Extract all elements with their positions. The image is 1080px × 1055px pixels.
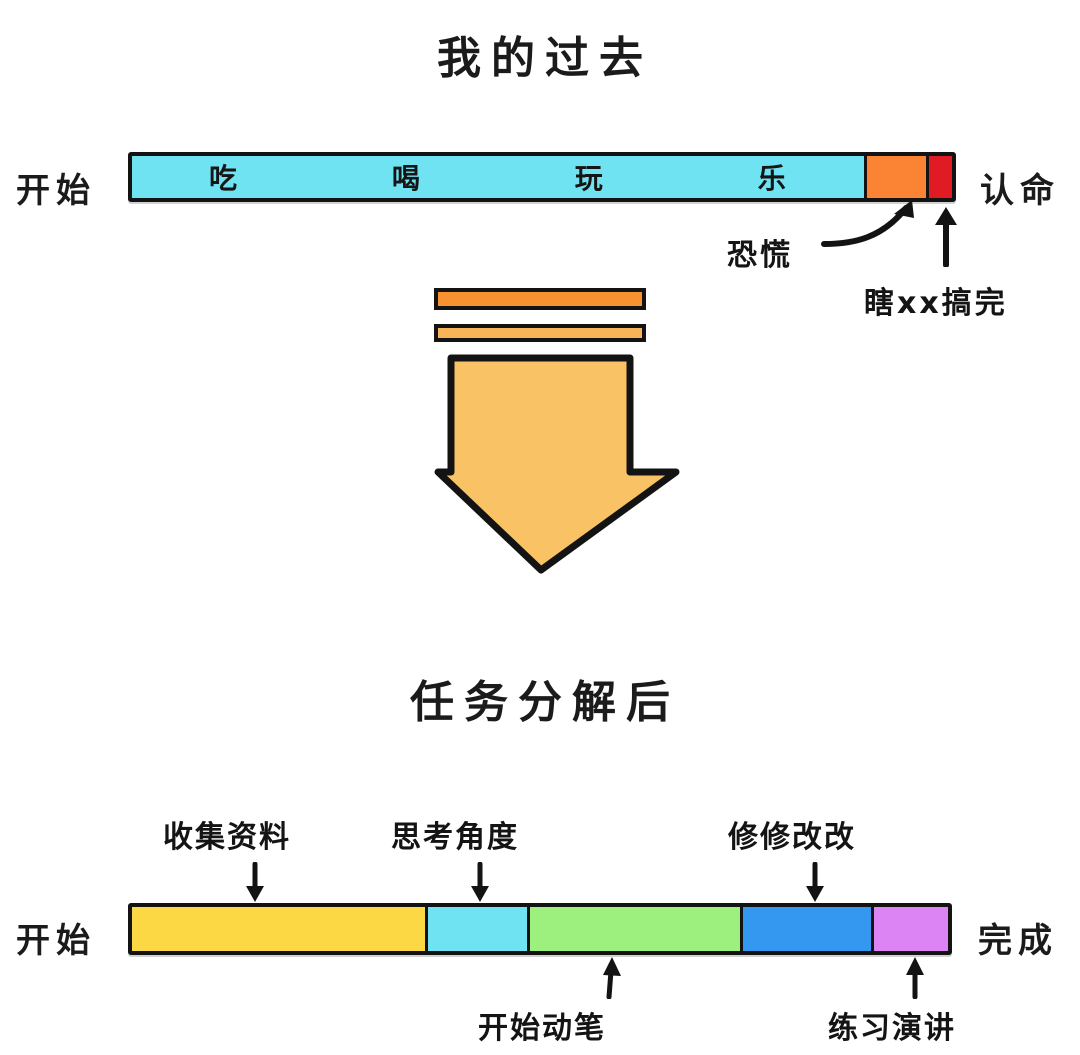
past-segment-rush[interactable] — [929, 156, 952, 198]
past-segment-fun-text-1: 喝 — [391, 162, 421, 195]
plan-segment-writing[interactable] — [530, 907, 744, 951]
past-segment-panic[interactable] — [866, 156, 930, 198]
arrow-body-shape — [434, 354, 680, 574]
segment-label-writing: 开始动笔 — [478, 1011, 606, 1046]
gather-pointer-arrow-icon — [246, 862, 264, 902]
past-segment-fun-text-0: 吃 — [208, 162, 238, 195]
plan-timeline-bar — [128, 903, 952, 955]
writing-pointer-arrow-icon — [603, 957, 621, 999]
plan-segment-revise[interactable] — [743, 907, 874, 951]
past-timeline-bar: 吃 喝 玩 乐 — [128, 152, 956, 202]
past-bar-end-label: 认命 — [980, 171, 1060, 211]
rush-annotation-label: 瞎xx搞完 — [864, 286, 1008, 321]
segment-label-revise: 修修改改 — [728, 820, 856, 855]
arrow-slab-middle — [434, 324, 646, 342]
plan-segment-practice[interactable] — [873, 907, 948, 951]
plan-bar-end-label: 完成 — [978, 921, 1058, 961]
revise-pointer-arrow-icon — [806, 862, 824, 902]
segment-label-angles: 思考角度 — [391, 820, 519, 855]
past-segment-fun-text-2: 玩 — [574, 162, 604, 195]
rush-pointer-arrow-icon — [935, 207, 957, 267]
angles-pointer-arrow-icon — [471, 862, 489, 902]
past-bar-start-label: 开始 — [16, 171, 96, 211]
practice-pointer-arrow-icon — [906, 957, 924, 999]
past-segment-fun-text-3: 乐 — [757, 162, 787, 195]
page-title-past: 我的过去 — [437, 33, 653, 84]
page-title-after: 任务分解后 — [410, 677, 680, 728]
plan-bar-start-label: 开始 — [16, 921, 96, 961]
segment-label-practice: 练习演讲 — [828, 1011, 956, 1046]
plan-segment-angles[interactable] — [428, 907, 531, 951]
past-segment-fun[interactable]: 吃 喝 玩 乐 — [132, 156, 867, 198]
plan-segment-gather[interactable] — [132, 907, 429, 951]
panic-annotation-label: 恐慌 — [727, 238, 793, 273]
segment-label-gather: 收集资料 — [163, 820, 291, 855]
transition-down-arrow-icon — [434, 288, 680, 580]
panic-pointer-arrow-icon — [821, 200, 914, 247]
arrow-slab-top — [434, 288, 646, 310]
